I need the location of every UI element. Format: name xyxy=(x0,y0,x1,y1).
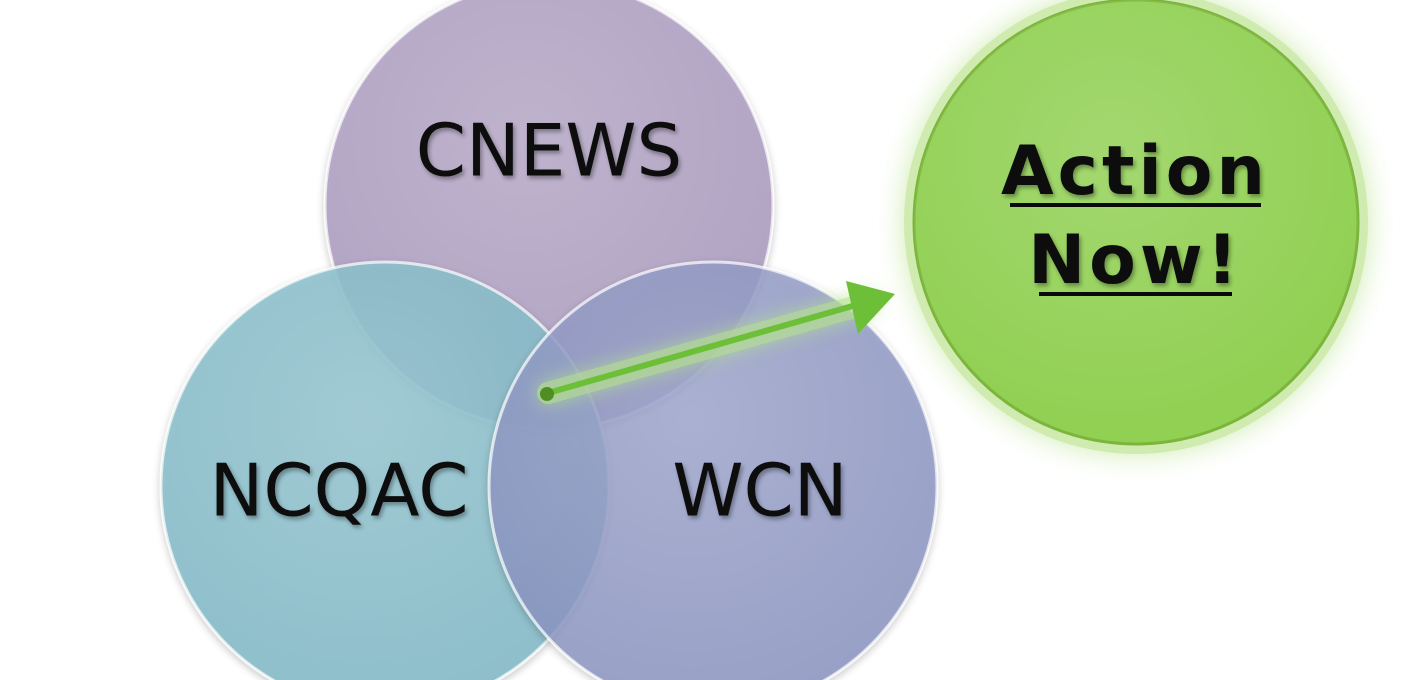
wcn-circle xyxy=(487,260,939,680)
arrow xyxy=(537,281,895,404)
ncqac-label: NCQAC xyxy=(209,449,468,533)
arrow-head xyxy=(846,281,895,334)
arrow-shaft xyxy=(545,298,873,396)
action-now-circle[interactable] xyxy=(904,0,1368,454)
wcn-label: WCN xyxy=(672,449,847,533)
action-label-line2: Now! xyxy=(1028,221,1241,300)
action-label-line1: Action xyxy=(1001,132,1269,211)
arrow-origin-dot xyxy=(540,387,554,401)
ncqac-circle xyxy=(159,260,611,680)
cnews-label: CNEWS xyxy=(416,109,683,193)
